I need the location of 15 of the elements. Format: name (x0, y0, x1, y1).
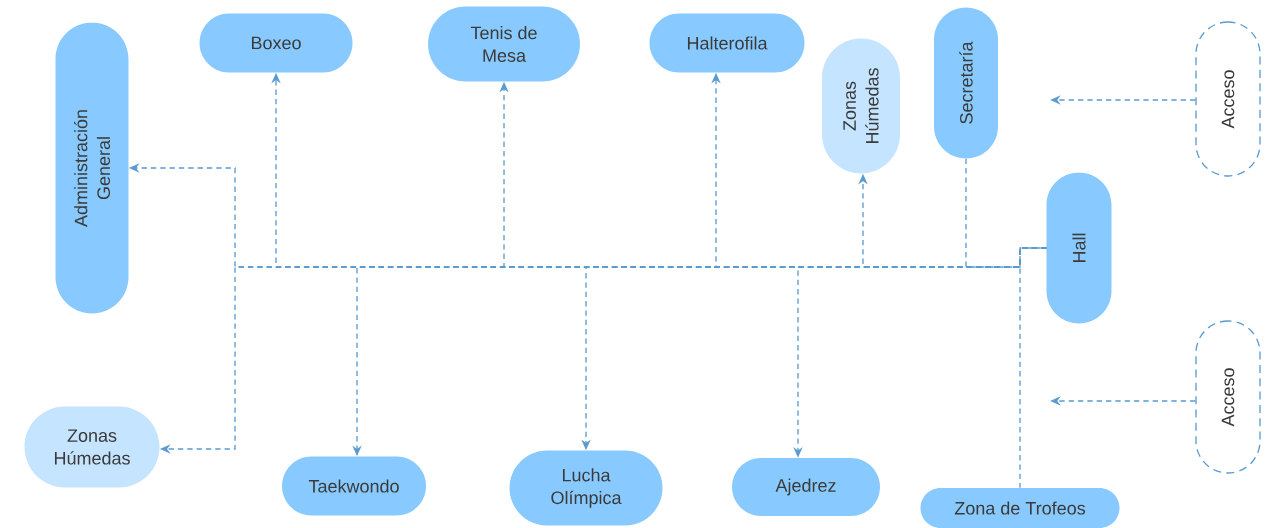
terminal-box: Acceso (1195, 320, 1261, 474)
process-box: Administración General (55, 22, 129, 314)
process-box: Lucha Olímpica (509, 450, 663, 526)
process-box: Tenis de Mesa (428, 6, 580, 82)
process-box: Hall (1046, 172, 1112, 324)
process-box: Ajedrez (732, 458, 880, 516)
process-box: Zonas Húmedas (24, 406, 160, 488)
process-box: Zona de Trofeos (920, 488, 1120, 528)
connector-line (1019, 247, 1047, 489)
process-box: Secretaría (934, 7, 998, 159)
process-box: Zonas Húmedas (822, 38, 900, 174)
process-box: Taekwondo (282, 456, 426, 516)
process-box: Boxeo (199, 13, 353, 73)
terminal-box: Acceso (1195, 21, 1261, 177)
process-box: Halterofila (649, 13, 805, 73)
